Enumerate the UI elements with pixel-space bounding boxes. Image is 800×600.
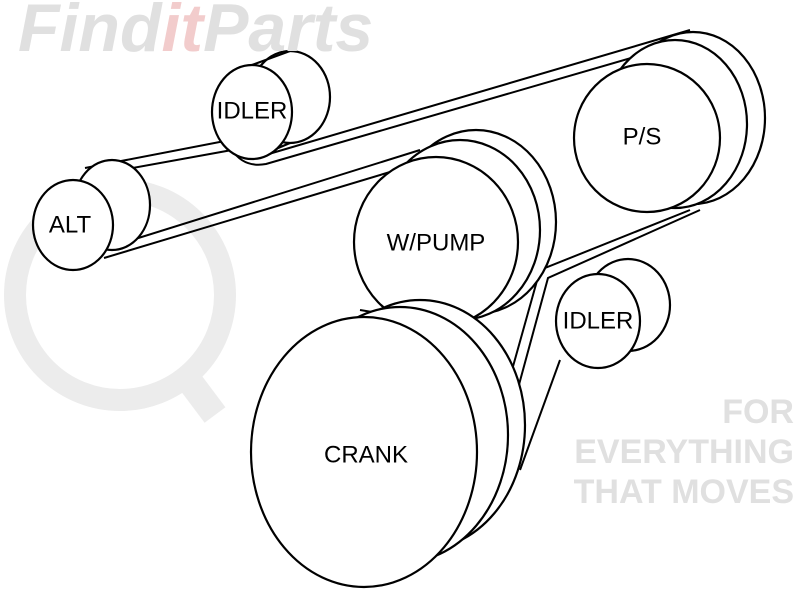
idler-top-label: IDLER — [217, 97, 288, 124]
crank-pulley: CRANK — [249, 298, 527, 589]
idler-top-pulley: IDLER — [210, 49, 332, 161]
wpump-pulley: W/PUMP — [352, 128, 558, 329]
ps-label: P/S — [623, 123, 662, 150]
alt-pulley: ALT — [31, 158, 152, 272]
watermark-tagline: FOR EVERYTHING THAT MOVES — [573, 393, 794, 511]
watermark-brand: FinditParts — [18, 0, 373, 62]
idler-right-pulley: IDLER — [554, 257, 672, 370]
crank-label: CRANK — [324, 441, 408, 468]
alt-label: ALT — [49, 211, 92, 238]
magnifier-handle — [174, 367, 226, 423]
watermark-brand-parts: Parts — [203, 0, 374, 66]
ps-pulley: P/S — [572, 30, 767, 214]
watermark-brand-find: Find — [18, 0, 162, 66]
wpump-label: W/PUMP — [387, 229, 486, 256]
idler-right-label: IDLER — [563, 307, 634, 334]
watermark-brand-it: it — [161, 0, 204, 66]
